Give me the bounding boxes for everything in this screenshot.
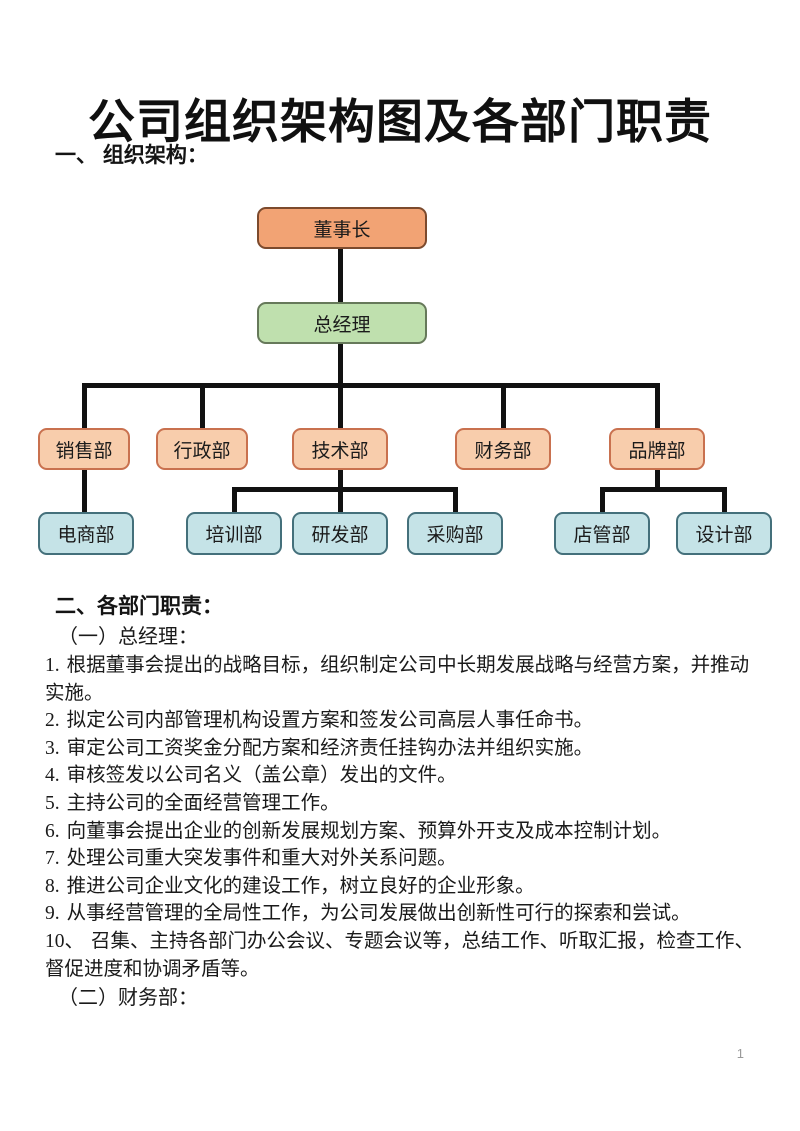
subsection-finance-heading: （二）财务部： xyxy=(58,987,198,1010)
section-structure-heading: 一、 组织架构： xyxy=(55,144,208,167)
responsibility-text: 审定公司工资奖金分配方案和经济责任挂钩办法并组织实施。 xyxy=(66,736,594,759)
page-number: 1 xyxy=(736,1046,744,1061)
responsibility-number: 4. xyxy=(45,765,60,787)
org-node-chairman: 董事长 xyxy=(257,207,427,249)
responsibility-item: 6. 向董事会提出企业的创新发展规划方案、预算外开支及成本控制计划。 xyxy=(45,818,757,846)
connector-drop-admin xyxy=(200,383,205,428)
connector-tech-horizontal xyxy=(232,487,458,492)
responsibility-number: 8. xyxy=(45,875,60,897)
responsibility-item: 9. 从事经营管理的全局性工作，为公司发展做出创新性可行的探索和尝试。 xyxy=(45,900,757,928)
responsibility-text: 主持公司的全面经营管理工作。 xyxy=(66,791,340,814)
page-title: 公司组织架构图及各部门职责 xyxy=(88,95,712,149)
responsibility-text: 推进公司企业文化的建设工作，树立良好的企业形象。 xyxy=(66,874,535,897)
connector-drop-store xyxy=(600,487,605,512)
responsibility-item: 10、召集、主持各部门办公会议、专题会议等，总结工作、听取汇报，检查工作、督促进… xyxy=(45,928,757,983)
responsibility-number: 5. xyxy=(45,792,60,814)
responsibility-text: 根据董事会提出的战略目标，组织制定公司中长期发展战略与经营方案，并推动实施。 xyxy=(45,654,750,704)
org-node-tech-dept: 技术部 xyxy=(292,428,388,470)
connector-main-horizontal xyxy=(82,383,660,388)
connector-drop-sales xyxy=(82,383,87,428)
subsection-general-manager-heading: （一）总经理： xyxy=(58,626,198,648)
org-node-brand-dept: 品牌部 xyxy=(609,428,705,470)
connector-brand-horizontal xyxy=(600,487,727,492)
responsibility-number: 6. xyxy=(45,820,60,842)
section-duties-heading: 二、各部门职责： xyxy=(55,595,223,618)
org-node-training-dept: 培训部 xyxy=(186,512,282,555)
org-node-general-manager: 总经理 xyxy=(257,302,427,344)
connector-drop-training xyxy=(232,487,237,512)
responsibility-text: 审核签发以公司名义（盖公章）发出的文件。 xyxy=(66,764,457,787)
connector-tech-stub xyxy=(338,470,343,490)
responsibility-number: 2. xyxy=(45,710,60,732)
org-node-design-dept: 设计部 xyxy=(676,512,772,555)
org-node-finance-dept: 财务部 xyxy=(455,428,551,470)
responsibility-text: 向董事会提出企业的创新发展规划方案、预算外开支及成本控制计划。 xyxy=(66,819,672,842)
responsibility-text: 从事经营管理的全局性工作，为公司发展做出创新性可行的探索和尝试。 xyxy=(66,902,691,925)
connector-drop-tech xyxy=(338,383,343,428)
org-node-ecommerce-dept: 电商部 xyxy=(38,512,134,555)
responsibility-text: 处理公司重大突发事件和重大对外关系问题。 xyxy=(66,847,457,870)
connector-chairman-gm xyxy=(338,249,343,304)
responsibility-item: 1.根据董事会提出的战略目标，组织制定公司中长期发展战略与经营方案，并推动实施。 xyxy=(45,652,757,707)
responsibility-number: 9. xyxy=(45,903,60,925)
responsibility-text: 拟定公司内部管理机构设置方案和签发公司高层人事任命书。 xyxy=(66,709,594,732)
responsibility-item: 5. 主持公司的全面经营管理工作。 xyxy=(45,790,757,818)
connector-brand-stub xyxy=(655,470,660,490)
responsibilities-section: 二、各部门职责： （一）总经理： 1.根据董事会提出的战略目标，组织制定公司中长… xyxy=(45,592,757,1013)
responsibility-number: 1. xyxy=(45,655,60,676)
connector-drop-brand xyxy=(655,383,660,428)
org-node-rd-dept: 研发部 xyxy=(292,512,388,555)
responsibility-item: 7. 处理公司重大突发事件和重大对外关系问题。 xyxy=(45,845,757,873)
connector-drop-design xyxy=(722,487,727,512)
connector-drop-rd xyxy=(338,487,343,512)
org-node-store-mgmt-dept: 店管部 xyxy=(554,512,650,555)
responsibility-text: 召集、主持各部门办公会议、专题会议等，总结工作、听取汇报，检查工作、督促进度和协… xyxy=(45,929,755,980)
responsibility-number: 10、 xyxy=(45,930,85,952)
connector-sales-ecommerce xyxy=(82,470,87,512)
org-node-admin-dept: 行政部 xyxy=(156,428,248,470)
responsibility-number: 7. xyxy=(45,848,60,870)
connector-gm-trunk xyxy=(338,344,343,386)
responsibility-number: 3. xyxy=(45,737,60,759)
responsibility-item: 2. 拟定公司内部管理机构设置方案和签发公司高层人事任命书。 xyxy=(45,707,757,735)
connector-drop-purchasing xyxy=(453,487,458,512)
responsibility-item: 3. 审定公司工资奖金分配方案和经济责任挂钩办法并组织实施。 xyxy=(45,735,757,763)
org-node-sales-dept: 销售部 xyxy=(38,428,130,470)
responsibility-item: 4. 审核签发以公司名义（盖公章）发出的文件。 xyxy=(45,762,757,790)
org-node-purchasing-dept: 采购部 xyxy=(407,512,503,555)
responsibility-item: 8. 推进公司企业文化的建设工作，树立良好的企业形象。 xyxy=(45,873,757,901)
connector-drop-finance xyxy=(501,383,506,428)
org-chart: 董事长 总经理 销售部 行政部 技术部 财务部 品牌部 电商部 培训部 研发部 … xyxy=(0,200,800,570)
